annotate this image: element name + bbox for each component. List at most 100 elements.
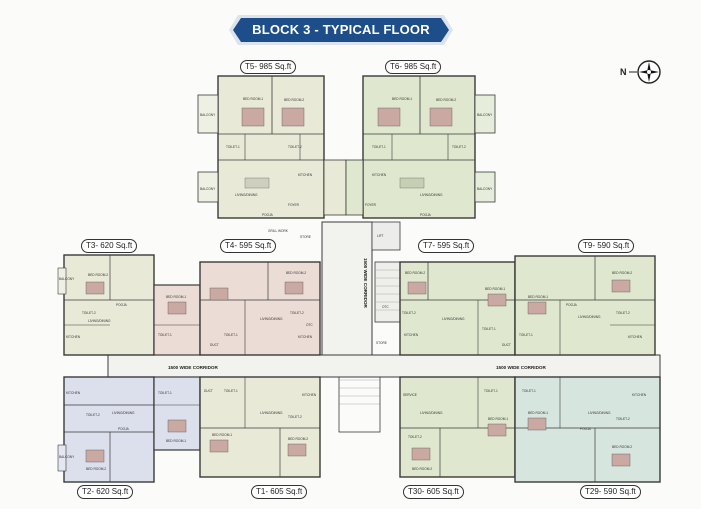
room-label: OTC (382, 305, 389, 309)
room-label: FOYER (365, 203, 377, 207)
room-label: BALCONY (59, 455, 75, 459)
vertical-corridor (321, 221, 373, 373)
unit-tag-t7: T7- 595 Sq.ft (418, 239, 475, 253)
room-label: TOILET-1 (224, 389, 238, 393)
unit-t3: BED ROOM-2 TOILET-2 LIVING/DINING KITCHE… (57, 254, 155, 356)
room-label: TOILET-1 (224, 333, 238, 337)
room-label: BED ROOM-2 (405, 271, 425, 275)
room-label: KITCHEN (632, 393, 647, 397)
compass-label: N (620, 67, 627, 77)
room-label: TOILET-1 (484, 389, 498, 393)
room-label: TOILET-2 (288, 145, 302, 149)
room-label: LIVING/DINING (112, 411, 135, 415)
room-label: STORE (300, 235, 311, 239)
room-label: TOILET-2 (290, 311, 304, 315)
room-label: BED ROOM-2 (412, 467, 432, 471)
room-label: KITCHEN (298, 335, 313, 339)
unit-t30: SERVICE LIVING/DINING TOILET-2 BED ROOM-… (399, 376, 516, 478)
room-label: TOILET-2 (616, 311, 630, 315)
unit-tag-t5: T5- 985 Sq.ft (240, 60, 297, 74)
room-label: BED ROOM-1 (488, 417, 508, 421)
room-label: GRILL WORK (268, 229, 289, 233)
room-label: TOILET-1 (522, 389, 536, 393)
room-label: BED ROOM-1 (485, 287, 505, 291)
room-label: DUCT (204, 389, 213, 393)
room-label: DUCT (210, 343, 219, 347)
room-label: BED ROOM-2 (612, 445, 632, 449)
unit-tag-t6: T6- 985 Sq.ft (385, 60, 442, 74)
unit-t5: BED ROOM-1 BED ROOM-2 TOILET-1 TOILET-2 … (197, 75, 347, 219)
room-label: BED ROOM-2 (286, 271, 306, 275)
room-label: BED ROOM-1 (392, 97, 412, 101)
room-label: KITCHEN (302, 393, 317, 397)
room-label: FOYER (288, 203, 300, 207)
room-label: OTC (306, 323, 313, 327)
room-label: KITCHEN (404, 333, 419, 337)
room-label: BED ROOM-1 (528, 295, 548, 299)
room-label: KITCHEN (66, 335, 81, 339)
room-label: BED ROOM-1 (243, 97, 263, 101)
room-label: SERVICE (403, 393, 417, 397)
unit-tag-t29: T29- 590 Sq.ft (580, 485, 641, 499)
room-label: STORE (376, 341, 387, 345)
room-label: LIVING/DINING (442, 317, 465, 321)
room-label: TOILET-2 (288, 415, 302, 419)
unit-tag-t9: T9- 590 Sq.ft (578, 239, 635, 253)
room-label: LIVING/DINING (420, 193, 443, 197)
unit-t29: TOILET-1 BED ROOM-1 LIVING/DINING POOJA … (514, 376, 661, 483)
room-label: BED ROOM-2 (612, 271, 632, 275)
room-label: BED ROOM-2 (86, 467, 106, 471)
room-label: TOILET-2 (86, 413, 100, 417)
room-label: BALCONY (59, 277, 75, 281)
room-label: TOILET-1 (519, 333, 533, 337)
room-label: POOJA (118, 427, 130, 431)
corridor-label-left: 1500 WIDE CORRIDOR (168, 365, 218, 370)
room-label: TOILET-1 (372, 145, 386, 149)
room-label: TOILET-1 (226, 145, 240, 149)
corridor-label-vertical: 1500 WIDE CORRIDOR (363, 258, 368, 308)
room-label: LIVING/DINING (260, 317, 283, 321)
room-label: BALCONY (477, 113, 493, 117)
room-label: LIVING/DINING (578, 315, 601, 319)
room-label: TOILET-2 (452, 145, 466, 149)
page-title: BLOCK 3 - TYPICAL FLOOR (252, 22, 430, 37)
room-label: DUCT (502, 343, 511, 347)
main-corridor (107, 354, 661, 378)
room-label: TOILET-2 (82, 311, 96, 315)
unit-t4: BED ROOM-2 LIVING/DINING TOILET-1 TOILET… (199, 261, 321, 356)
room-label: POOJA (566, 303, 578, 307)
room-label: TOILET-2 (408, 435, 422, 439)
room-label: LIVING/DINING (260, 411, 283, 415)
room-label: LIFT (377, 234, 384, 238)
room-label: LIVING/DINING (88, 319, 111, 323)
room-label: TOILET-1 (482, 327, 496, 331)
room-label: BALCONY (200, 187, 216, 191)
room-label: TOILET-2 (402, 311, 416, 315)
unit-t2-b: TOILET-1 BED ROOM-1 (153, 376, 201, 451)
room-label: BED ROOM-2 (436, 98, 456, 102)
unit-t1: DUCT TOILET-1 LIVING/DINING TOILET-2 KIT… (199, 376, 321, 478)
room-label: BED ROOM-2 (288, 437, 308, 441)
room-label: BED ROOM-2 (284, 98, 304, 102)
room-label: POOJA (116, 303, 128, 307)
unit-t2: KITCHEN TOILET-2 LIVING/DINING POOJA BED… (57, 376, 155, 483)
unit-tag-t30: T30- 605 Sq.ft (403, 485, 464, 499)
unit-t3-b: BED ROOM-1 TOILET-1 (153, 284, 201, 356)
unit-t7: BED ROOM-2 LIVING/DINING TOILET-2 KITCHE… (399, 261, 516, 356)
title-banner: BLOCK 3 - TYPICAL FLOOR (228, 14, 454, 46)
unit-t9: BED ROOM-1 BED ROOM-2 LIVING/DINING POOJ… (514, 255, 656, 356)
room-label: BED ROOM-2 (88, 273, 108, 277)
lower-staircase (338, 371, 381, 433)
room-label: LIVING/DINING (420, 411, 443, 415)
room-label: BED ROOM-1 (166, 439, 186, 443)
lift-core (371, 221, 401, 251)
room-label: BED ROOM-1 (166, 295, 186, 299)
unit-tag-t4: T4- 595 Sq.ft (220, 239, 277, 253)
room-label: TOILET-1 (158, 391, 172, 395)
room-label: BED ROOM-1 (212, 433, 232, 437)
banner-shape (229, 15, 453, 45)
unit-tag-t2: T2- 620 Sq.ft (77, 485, 134, 499)
room-label: KITCHEN (66, 391, 81, 395)
room-label: POOJA (420, 213, 432, 217)
